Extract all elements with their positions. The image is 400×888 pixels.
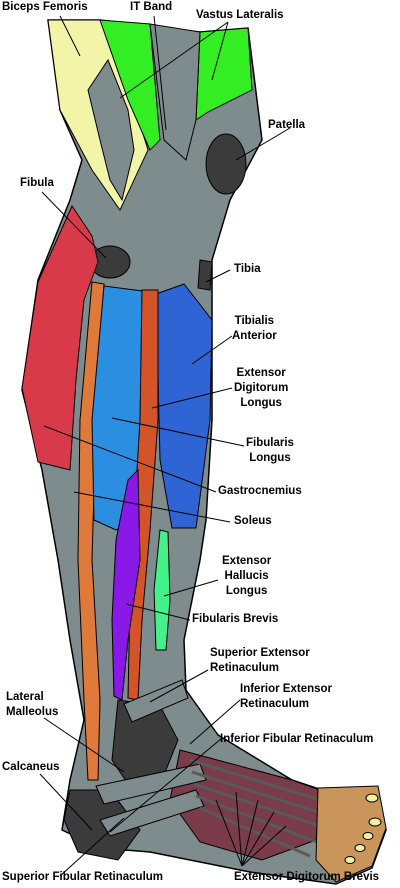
label-tibialis-anterior: Tibialis Anterior [232, 314, 277, 344]
label-ier-line2: Retinaculum [240, 698, 310, 710]
it-band-strip [87, 58, 135, 202]
label-tibialis-anterior-line2: Anterior [232, 330, 277, 342]
label-fibularis-brevis: Fibularis Brevis [192, 613, 279, 625]
label-calcaneus: Calcaneus [2, 761, 60, 773]
tibia-tuberosity [197, 259, 213, 291]
label-biceps-femoris: Biceps Femoris [2, 1, 88, 13]
toenails [344, 793, 382, 864]
label-edl-line2: Digitorum [234, 382, 289, 394]
label-extensor-digitorum-longus: Extensor Digitorum Longus [234, 366, 288, 411]
label-fibula: Fibula [20, 177, 54, 189]
label-patella: Patella [268, 119, 306, 131]
label-lateral-malleolus: Lateral Malleolus [6, 690, 58, 720]
label-inferior-extensor-retinaculum: Inferior Extensor Retinaculum [240, 682, 332, 712]
superior-extensor-retinaculum-band [123, 679, 189, 723]
toes [315, 785, 387, 883]
label-edl-line1: Extensor [236, 367, 286, 379]
label-fibularis-longus-line2: Longus [249, 452, 291, 464]
it-band [149, 23, 201, 161]
patella-bone [205, 133, 247, 195]
label-superior-fibular-retinaculum: Superior Fibular Retinaculum [2, 871, 164, 883]
label-superior-extensor-retinaculum: Superior Extensor Retinaculum [210, 646, 310, 676]
label-soleus: Soleus [234, 515, 272, 527]
label-lm-line2: Malleolus [6, 706, 59, 718]
label-extensor-digitorum-brevis: Extensor Digitorum Brevis [234, 871, 380, 883]
label-ehl-line1: Extensor [222, 555, 272, 567]
vastus-lateralis-muscle-left [99, 19, 161, 151]
label-ehl-line2: Hallucis [224, 570, 269, 582]
label-extensor-hallucis-longus: Extensor Hallucis Longus [222, 554, 271, 599]
label-gastrocnemius: Gastrocnemius [218, 485, 302, 497]
label-inferior-fibular-retinaculum: Inferior Fibular Retinaculum [220, 733, 374, 745]
label-edl-line3: Longus [240, 397, 282, 409]
gastrocnemius-muscle [21, 204, 99, 471]
superior-fibular-retinaculum-band [99, 789, 205, 837]
label-it-band: IT Band [130, 1, 173, 13]
label-lm-line1: Lateral [6, 691, 44, 703]
extensor-tendons [189, 758, 327, 858]
label-ser-line1: Superior Extensor [210, 647, 310, 659]
label-vastus-lateralis: Vastus Lateralis [196, 9, 284, 21]
extensor-hallucis-longus-muscle [153, 529, 171, 651]
label-ier-line1: Inferior Extensor [240, 683, 333, 695]
label-tibia: Tibia [234, 263, 261, 275]
label-tibialis-anterior-line1: Tibialis [234, 315, 275, 327]
leader-lines [39, 15, 291, 877]
label-ser-line2: Retinaculum [210, 662, 280, 674]
label-fibularis-longus: Fibularis Longus [246, 436, 294, 466]
label-fibularis-longus-line1: Fibularis [246, 437, 294, 449]
fibularis-brevis-muscle [111, 468, 141, 701]
label-ehl-line3: Longus [225, 585, 268, 597]
